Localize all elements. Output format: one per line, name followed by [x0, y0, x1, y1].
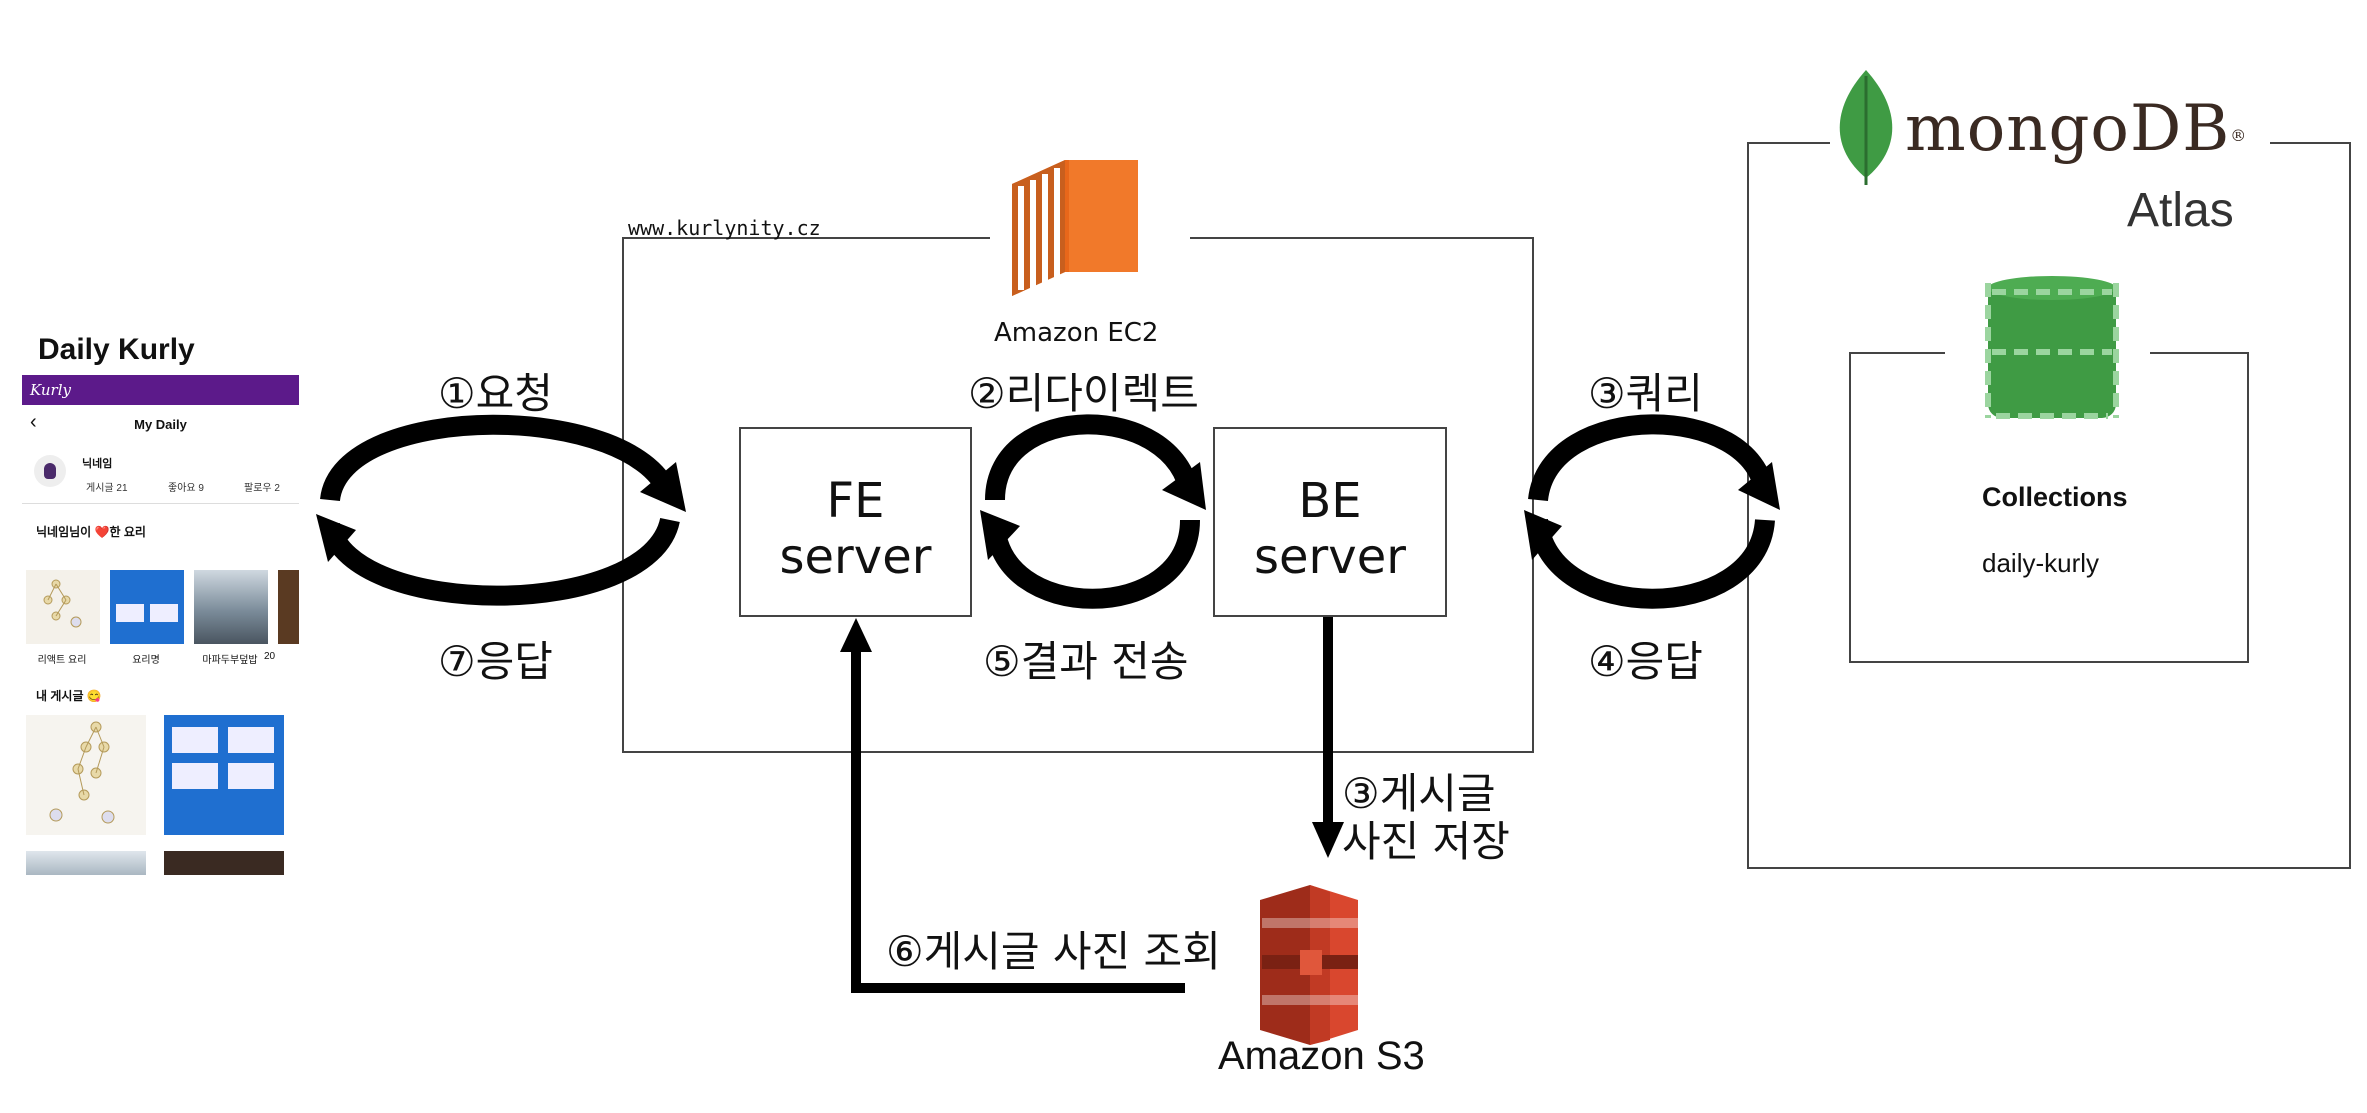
- mongodb-wordmark: mongoDB®: [1905, 92, 2247, 166]
- mongo-outer-border: [1747, 142, 2351, 869]
- phone-screen-title: My Daily: [134, 417, 187, 432]
- stat-likes: 좋아요 9: [168, 483, 204, 494]
- avatar: [34, 455, 66, 487]
- recipe-thumb[interactable]: [194, 570, 268, 644]
- domain-label: www.kurlynity.cz: [628, 216, 821, 240]
- recipe-caption: 요리명: [132, 655, 160, 666]
- profile-row: 닉네임 게시글 21 좋아요 9 팔로우 2: [22, 443, 299, 504]
- recipe-caption: 리액트 요리: [37, 655, 87, 666]
- chevron-left-icon[interactable]: ‹: [30, 411, 37, 433]
- db-response-arrowhead: [1524, 510, 1562, 560]
- result-arrowhead: [980, 510, 1020, 560]
- step-result-label: ⑤결과 전송: [983, 637, 1189, 686]
- post-thumb[interactable]: [164, 715, 284, 835]
- collection-cylinder-icon: [1985, 276, 2119, 419]
- loop-request-response: [320, 414, 680, 606]
- fetch-photo-arrowhead: [840, 618, 872, 652]
- mongodb-leaf-icon: [1839, 70, 1893, 185]
- step-request-label: ①요청: [438, 369, 553, 418]
- kurly-brand-bar: Kurly: [22, 375, 299, 405]
- recipe-thumb[interactable]: [110, 570, 184, 644]
- request-arrowhead: [640, 462, 686, 512]
- app-title: Daily Kurly: [38, 333, 195, 366]
- loop-query-response: [1528, 414, 1775, 609]
- step-save-label-2: 사진 저장: [1342, 817, 1510, 866]
- save-photo-arrowhead: [1312, 822, 1344, 858]
- phone-screenshot: Kurly ‹ My Daily 닉네임 게시글 21 좋아요 9 팔로우 2 …: [22, 375, 299, 875]
- s3-label: Amazon S3: [1218, 1034, 1425, 1078]
- fe-server-box: FE server: [739, 427, 972, 617]
- step-query-label: ③쿼리: [1588, 369, 1703, 418]
- step-save-label-1: ③게시글: [1342, 769, 1496, 818]
- nickname: 닉네임: [82, 458, 113, 470]
- redirect-arrowhead: [1162, 462, 1206, 510]
- step-redirect-label: ②리다이렉트: [968, 369, 1199, 418]
- mongodb-brand: mongoDB: [1905, 92, 2231, 166]
- be-server-box: BE server: [1213, 427, 1447, 617]
- fe-server-line1: FE: [826, 473, 885, 529]
- ec2-container-border: [622, 237, 1534, 753]
- response-arrowhead: [316, 514, 356, 562]
- my-posts-title: 내 게시글 😋: [36, 689, 102, 703]
- be-server-line1: BE: [1298, 473, 1362, 529]
- atlas-label: Atlas: [2127, 184, 2234, 237]
- stat-posts: 게시글 21: [86, 483, 128, 494]
- post-thumb[interactable]: [164, 851, 284, 875]
- fe-server-line2: server: [779, 529, 932, 585]
- recipe-caption: 마파두부덮밥: [202, 655, 258, 666]
- query-arrowhead: [1738, 462, 1780, 510]
- amazon-s3-icon: [1260, 885, 1358, 1045]
- post-thumb[interactable]: [26, 715, 146, 835]
- mongodb-reg: ®: [2230, 126, 2248, 145]
- step-fetch-label: ⑥게시글 사진 조회: [886, 927, 1221, 976]
- stat-follows: 팔로우 2: [244, 483, 280, 494]
- fetch-photo-line: [851, 650, 1185, 993]
- recipe-thumb[interactable]: [26, 570, 100, 644]
- be-server-line2: server: [1254, 529, 1406, 585]
- collections-title: Collections: [1982, 482, 2128, 512]
- step-db-response-label: ④응답: [1588, 637, 1703, 686]
- loop-redirect-result: [985, 414, 1200, 609]
- post-thumb[interactable]: [26, 851, 146, 875]
- liked-recipes-title: 닉네임님이 ❤️한 요리: [36, 525, 146, 539]
- phone-header: ‹ My Daily: [22, 405, 299, 443]
- ec2-label: Amazon EC2: [994, 318, 1159, 348]
- amazon-ec2-icon: [1012, 160, 1138, 296]
- collection-name: daily-kurly: [1982, 548, 2100, 578]
- recipe-thumb[interactable]: [278, 570, 299, 644]
- step-response-label: ⑦응답: [438, 637, 553, 686]
- recipe-caption: 20: [264, 651, 276, 662]
- collections-border: [1849, 352, 2249, 663]
